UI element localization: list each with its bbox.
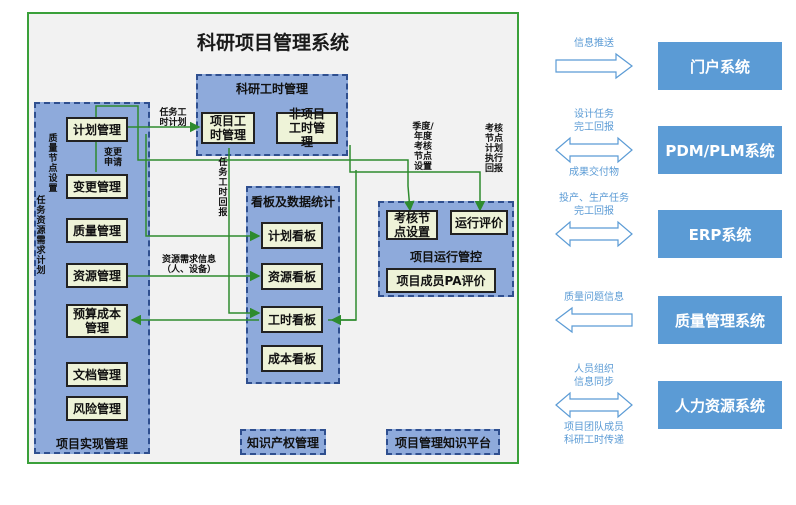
external-top-label-1: 设计任务 完工回报 [574,109,614,133]
external-top-label-2: 投产、生产任务 完工回报 [559,193,629,217]
external-bottom-label-4: 项目团队成员 科研工时传递 [564,422,624,446]
label-resource-info: 资源需求信息 （人、设备） [161,255,216,275]
external-bottom-label-1: 成果交付物 [569,167,619,178]
label-season-year: 季度/年度考核节点设置 [412,122,434,172]
external-top-label-4: 人员组织 信息同步 [574,364,614,388]
node-hours-board[interactable]: 工时看板 [261,306,323,333]
label-quality-nodes: 质量节点设置 [48,134,58,194]
label-assess-plan: 考核节点计划执行回报 [484,124,503,174]
flow-arrow-4 [555,391,633,419]
node-proj-hours[interactable]: 项目工时管理 [201,112,255,144]
panel-ops-title: 项目运行管控 [409,250,482,264]
node-change[interactable]: 变更管理 [66,174,128,199]
external-system-3[interactable]: 质量管理系统 [658,296,782,344]
node-budget[interactable]: 预算成本管理 [66,304,128,338]
node-risk[interactable]: 风险管理 [66,396,128,421]
external-top-label-0: 信息推送 [574,38,614,49]
tag-kb[interactable]: 项目管理知识平台 [386,429,500,455]
external-system-2[interactable]: ERP系统 [658,210,782,258]
flow-arrow-2 [555,220,633,248]
label-resource-plan: 任务资源需求计划 [36,196,46,276]
node-resource-board[interactable]: 资源看板 [261,263,323,290]
node-resource[interactable]: 资源管理 [66,263,128,288]
node-cost-board[interactable]: 成本看板 [261,345,323,372]
node-quality[interactable]: 质量管理 [66,218,128,243]
node-doc[interactable]: 文档管理 [66,362,128,387]
external-system-0[interactable]: 门户系统 [658,42,782,90]
panel-project-title: 项目实现管理 [55,437,128,451]
flow-arrow-1 [555,136,633,164]
flow-arrow-0 [555,52,633,80]
external-system-4[interactable]: 人力资源系统 [658,381,782,429]
main-title: 科研项目管理系统 [196,32,349,54]
flow-arrow-3 [555,306,633,334]
label-change-request: 变更申请 [103,148,122,168]
node-plan-board[interactable]: 计划看板 [261,222,323,249]
panel-worktime-title: 科研工时管理 [235,82,308,96]
node-pa-eval[interactable]: 项目成员PA评价 [386,268,496,293]
panel-project [34,102,150,454]
tag-ip[interactable]: 知识产权管理 [240,429,326,455]
node-assess[interactable]: 考核节点设置 [386,210,438,240]
panel-board-title: 看板及数据统计 [250,195,335,209]
label-hours-feedback: 任务工时回报 [218,158,228,218]
external-top-label-3: 质量问题信息 [564,292,624,303]
node-run-eval[interactable]: 运行评价 [450,210,508,235]
external-system-1[interactable]: PDM/PLM系统 [658,126,782,174]
node-nonproj-hours[interactable]: 非项目工时管理 [276,107,338,149]
label-task-plan: 任务工时计划 [159,108,187,128]
node-plan[interactable]: 计划管理 [66,117,128,142]
